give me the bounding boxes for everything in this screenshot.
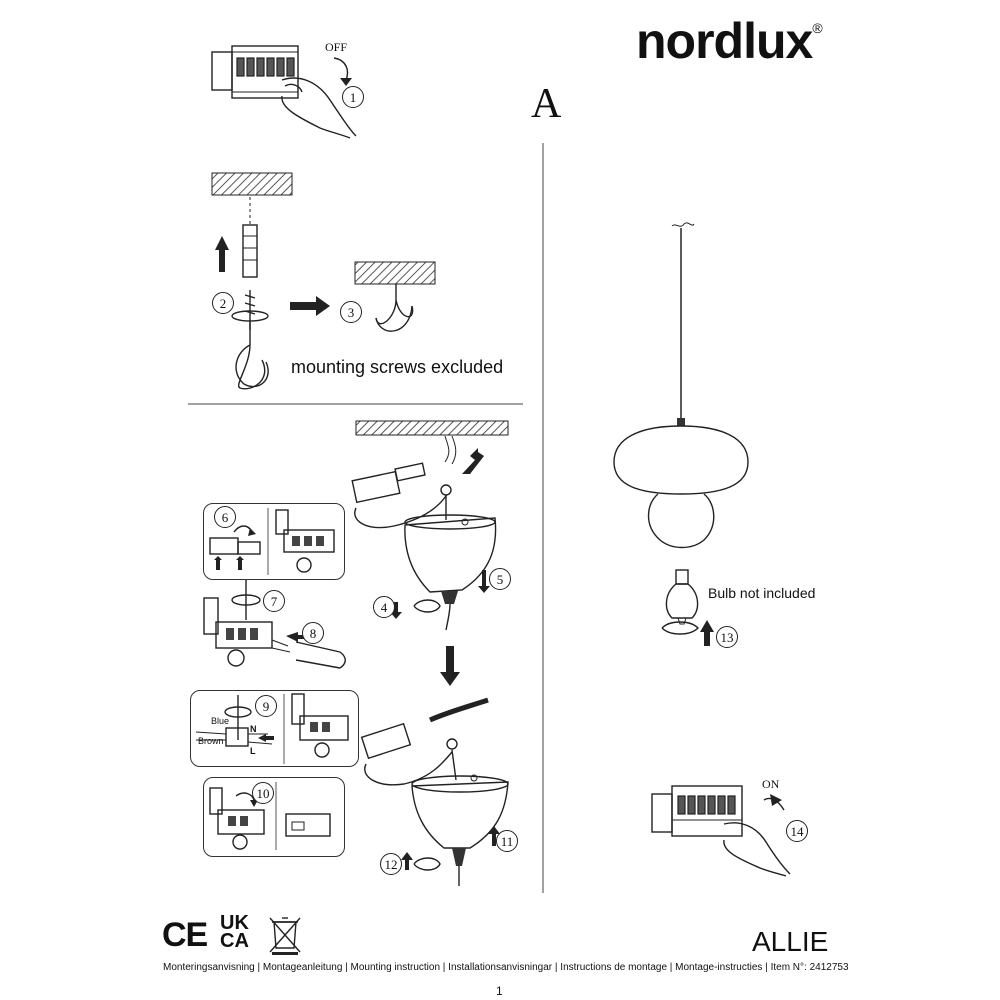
- step-8-badge: 8: [302, 622, 324, 644]
- step-9-badge: 9: [255, 695, 277, 717]
- step-10-badge: 10: [252, 782, 274, 804]
- step-2-badge: 2: [212, 292, 234, 314]
- wire-label-blue: Blue: [211, 716, 230, 726]
- step-7-badge: 7: [263, 590, 285, 612]
- step-1-badge: 1: [342, 86, 364, 108]
- step-12-badge: 12: [380, 853, 402, 875]
- page-number: 1: [496, 984, 503, 998]
- step-11-badge: 11: [496, 830, 518, 852]
- off-label: OFF: [325, 40, 348, 54]
- ukca-top: UK: [220, 912, 249, 934]
- ukca-bottom: CA: [220, 930, 249, 952]
- registered-mark: ®: [812, 20, 822, 36]
- step-6-badge: 6: [214, 506, 236, 528]
- step-3-badge: 3: [340, 301, 362, 323]
- wire-label-l: L: [250, 746, 256, 756]
- mounting-screws-note: mounting screws excluded: [291, 357, 504, 377]
- step-13-badge: 13: [716, 626, 738, 648]
- ukca-mark: UK CA: [220, 912, 249, 952]
- section-label: A: [531, 81, 562, 127]
- connector-panel-step10: [203, 777, 345, 857]
- product-name: ALLIE: [752, 926, 829, 957]
- ce-mark: CE: [162, 916, 208, 954]
- bulb-not-included-note: Bulb not included: [708, 585, 816, 601]
- step-14-badge: 14: [786, 820, 808, 842]
- step-4-badge: 4: [373, 596, 395, 618]
- wire-label-n: N: [250, 724, 257, 734]
- footer-languages: Monteringsanvisning | Montageanleitung |…: [163, 962, 849, 973]
- brand-logo: nordlux®: [636, 12, 823, 70]
- step-5-badge: 5: [489, 568, 511, 590]
- brand-logo-text: nordlux: [636, 13, 813, 69]
- on-label: ON: [762, 777, 780, 791]
- wire-label-brown: Brown: [198, 736, 224, 746]
